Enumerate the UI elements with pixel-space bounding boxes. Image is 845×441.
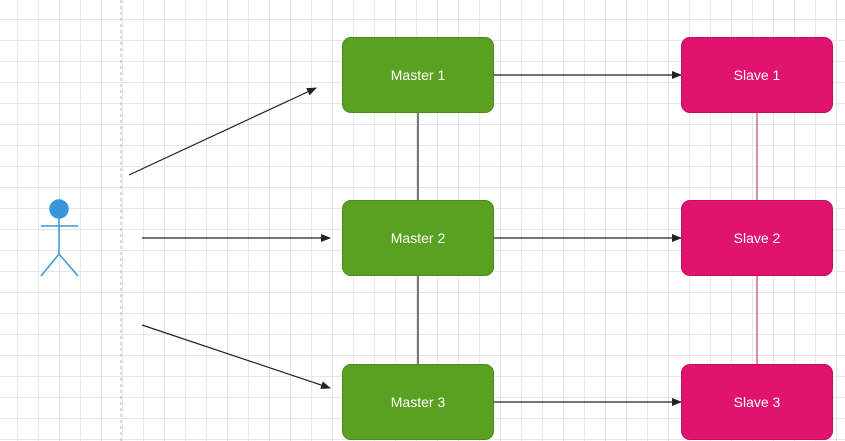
slave-1-label: Slave 1: [733, 67, 781, 83]
edge-actor-master-1: [128, 87, 317, 176]
slave-1-node[interactable]: Slave 1: [681, 37, 833, 113]
master-3-label: Master 3: [390, 394, 446, 410]
master-3-node[interactable]: Master 3: [342, 364, 494, 440]
stick-figure-icon[interactable]: [40, 199, 79, 277]
slave-3-label: Slave 3: [733, 394, 781, 410]
edge-actor-master-3: [141, 324, 331, 389]
slave-2-label: Slave 2: [733, 230, 781, 246]
master-2-label: Master 2: [390, 230, 446, 246]
master-1-node[interactable]: Master 1: [342, 37, 494, 113]
master-2-node[interactable]: Master 2: [342, 200, 494, 276]
master-1-label: Master 1: [390, 67, 446, 83]
slave-2-node[interactable]: Slave 2: [681, 200, 833, 276]
slave-3-node[interactable]: Slave 3: [681, 364, 833, 440]
